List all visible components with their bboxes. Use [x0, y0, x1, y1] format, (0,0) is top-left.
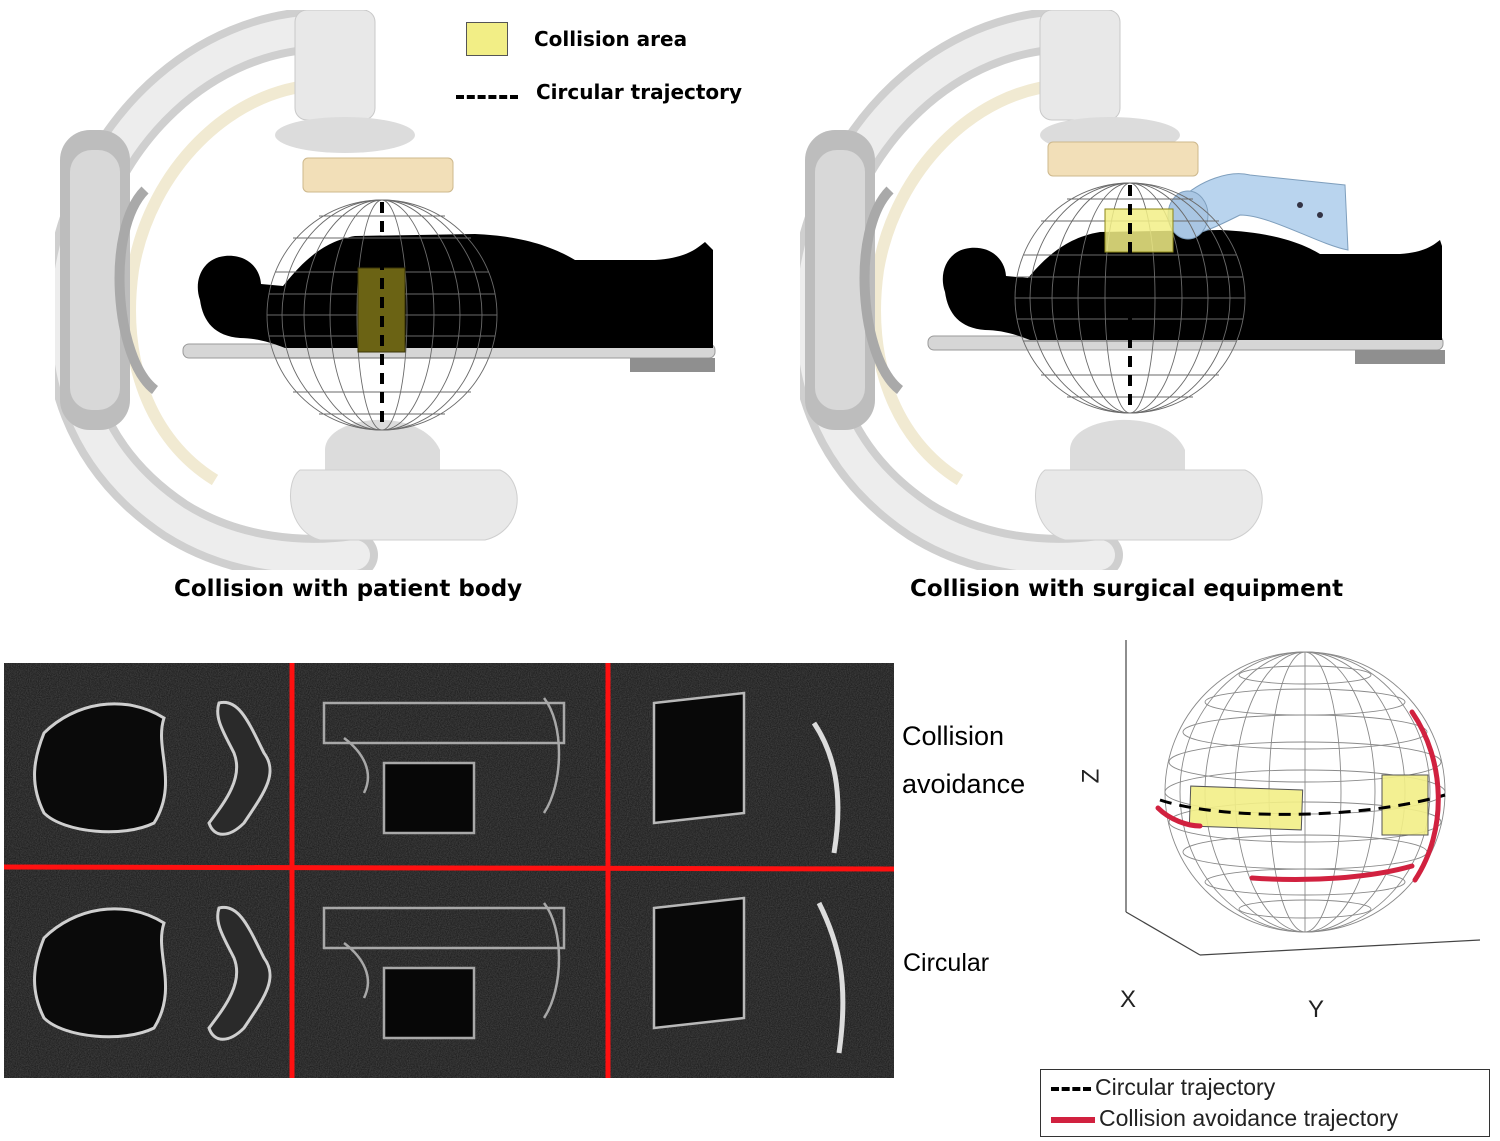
axis-label-z: Z — [1077, 768, 1105, 784]
ct-slices — [4, 663, 894, 1078]
axis-label-x: X — [1120, 986, 1137, 1013]
ct-reconstruction-grid — [4, 663, 894, 1078]
legend-circular-label: Circular trajectory — [1095, 1074, 1276, 1100]
axis-label-y: Y — [1308, 996, 1325, 1023]
flat-panel-detector — [302, 157, 454, 193]
legend-avoidance-label: Collision avoidance trajectory — [1099, 1105, 1399, 1131]
sagittal-slice-circular — [652, 896, 846, 1054]
circular-trajectory-label: Circular trajectory — [536, 80, 743, 104]
circular-trajectory-path — [1159, 793, 1446, 816]
plot-axes-box — [1125, 640, 1481, 956]
collision-area-swatch — [466, 22, 508, 56]
c-arm-patient-collision-illustration — [55, 10, 716, 570]
circular-trajectory-swatch — [456, 95, 518, 99]
row-label-avoidance: Collision avoidance — [902, 712, 1025, 808]
sagittal-slice-avoidance — [652, 691, 841, 854]
row-label-circular: Circular — [903, 949, 990, 977]
trajectory-legend: Circular trajectory Collision avoidance … — [1040, 1069, 1490, 1137]
legend-item-avoidance: Collision avoidance trajectory — [1051, 1105, 1398, 1132]
collision-area-label: Collision area — [534, 27, 688, 51]
patient-silhouette — [197, 234, 714, 348]
coronal-slice-circular — [322, 902, 566, 1040]
axial-slice-avoidance — [33, 700, 272, 836]
collision-area — [1104, 208, 1174, 253]
patient-silhouette — [942, 230, 1442, 340]
legend-avoidance-swatch — [1051, 1116, 1095, 1123]
legend-item-circular: Circular trajectory — [1051, 1074, 1275, 1101]
avoidance-trajectory — [1155, 709, 1441, 883]
coronal-slice-avoidance — [322, 697, 566, 835]
legend-circular-swatch — [1051, 1086, 1091, 1091]
caption-patient-body: Collision with patient body — [174, 576, 523, 602]
c-arm-equipment-collision-illustration — [800, 10, 1445, 570]
axial-slice-circular — [33, 905, 272, 1041]
trajectory-sphere-plot — [1125, 640, 1481, 956]
flat-panel-detector — [1047, 141, 1199, 177]
grid-dividers — [4, 663, 894, 1078]
row-label-avoidance-line2: avoidance — [902, 769, 1026, 799]
caption-surgical-equipment: Collision with surgical equipment — [910, 576, 1344, 602]
collision-area-box-1 — [1188, 785, 1304, 831]
row-label-avoidance-line1: Collision — [902, 721, 1005, 751]
